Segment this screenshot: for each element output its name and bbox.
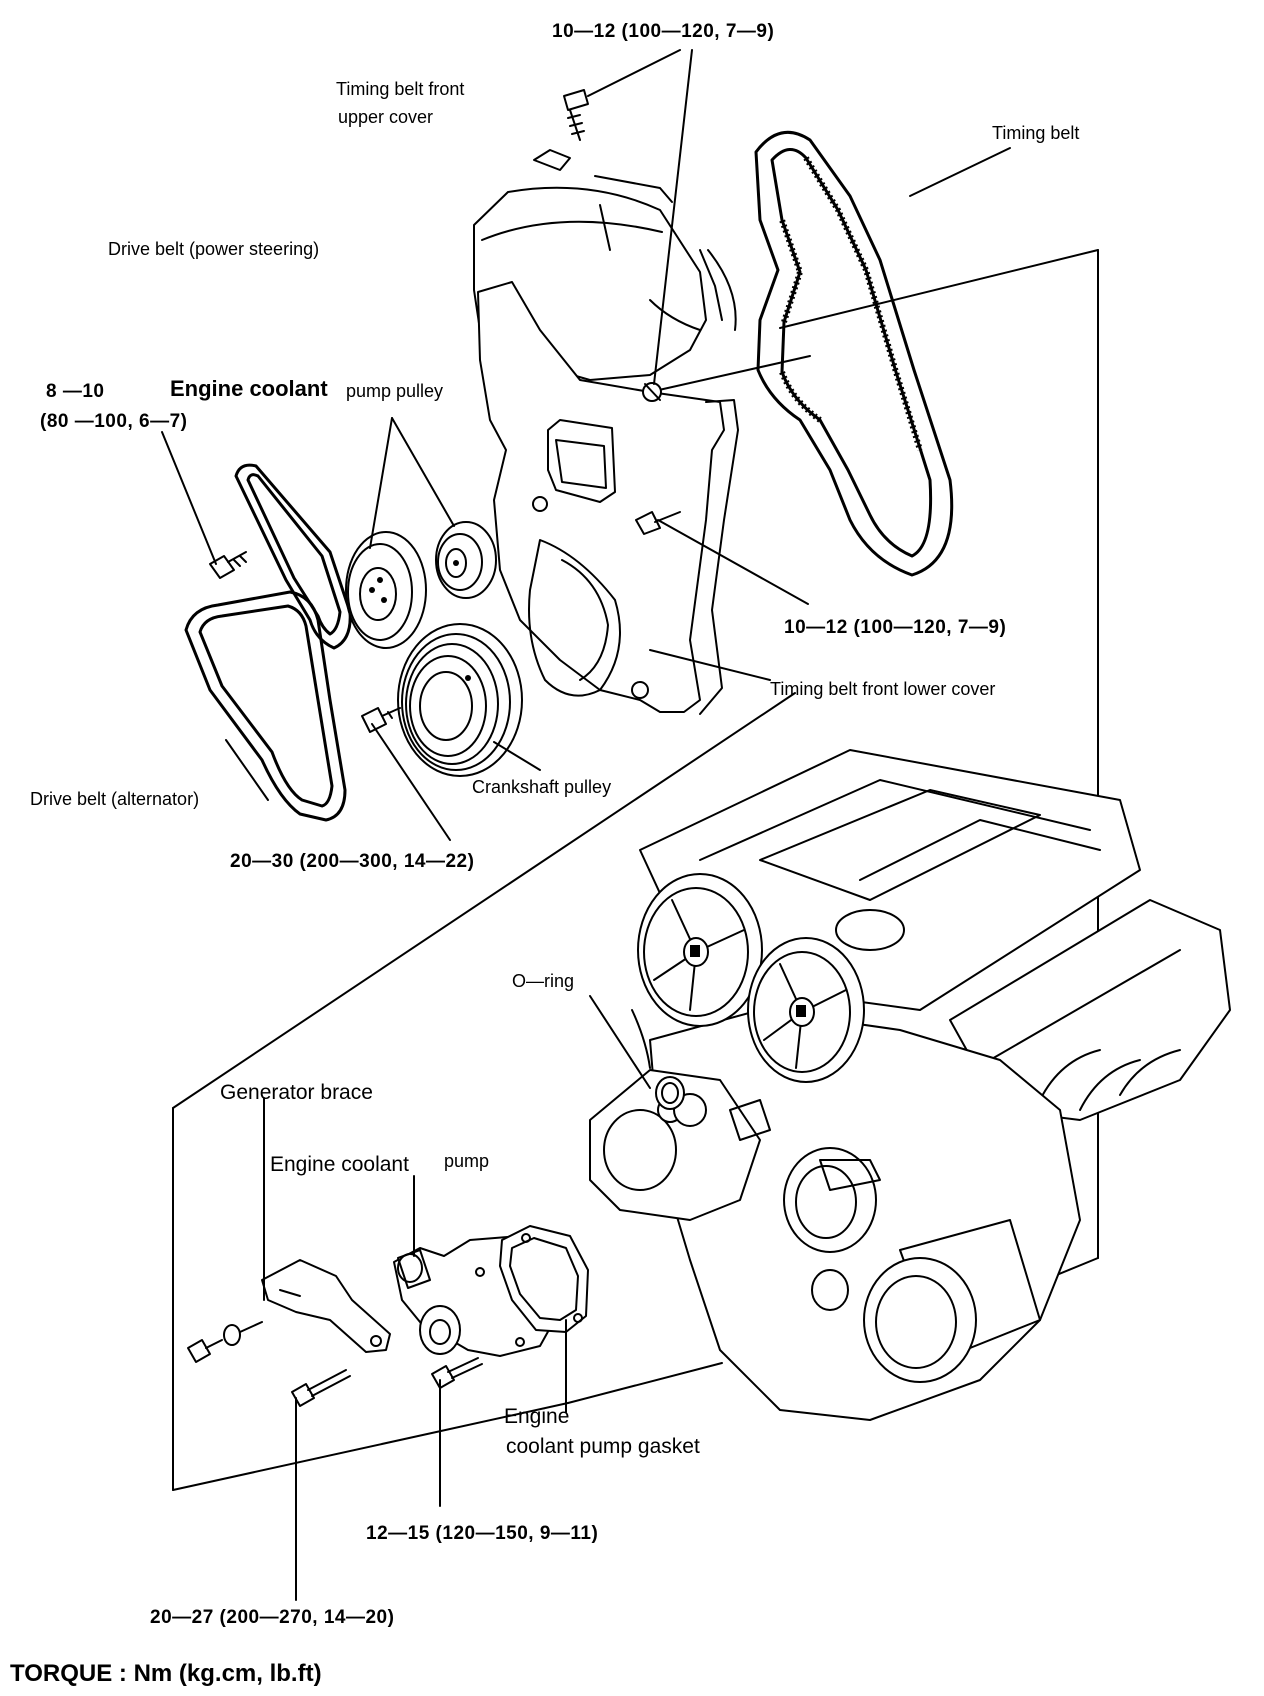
engine-coolant-pump-pulley-small	[435, 521, 497, 599]
bolt-cover-center	[642, 382, 662, 402]
torque-crank-bolt-label: 20—30 (200—300, 14—22)	[230, 851, 475, 872]
torque-brace-bolt-label: 20—27 (200—270, 14—20)	[150, 1607, 395, 1628]
engine-coolant-pump-pulley-large	[345, 531, 427, 649]
timing-belt-front-upper-cover-label-line1: Timing belt front	[336, 79, 465, 99]
pump-pulley-label: pump pulley	[346, 381, 444, 401]
bolt-crankshaft-pulley	[361, 707, 401, 733]
timing-belt	[754, 130, 954, 577]
crankshaft-pulley-label: Crankshaft pulley	[472, 777, 612, 797]
bolt-pump-pulley	[209, 551, 247, 579]
engine-block	[589, 749, 1231, 1421]
pump-label: pump	[444, 1151, 490, 1171]
torque-top-bolt-label: 10—12 (100—120, 7—9)	[552, 21, 775, 42]
camshaft-sprocket-left	[637, 873, 763, 1027]
o-ring	[631, 1009, 685, 1110]
engine-coolant-label: Engine coolant	[170, 376, 328, 401]
timing-belt-front-lower-cover	[477, 281, 811, 715]
o-ring-label: O—ring	[512, 971, 575, 991]
drive-belt-power-steering	[234, 463, 352, 650]
leader-lines	[161, 49, 1011, 1601]
torque-pump-bolt-label: 12—15 (120—150, 9—11)	[366, 1523, 599, 1544]
engine-coolant-pump-gasket-label-line1: Engine	[504, 1405, 570, 1428]
engine-coolant-pump-gasket	[499, 1225, 589, 1333]
generator-brace	[261, 1259, 391, 1353]
drive-belt-power-steering-label: Drive belt (power steering)	[108, 239, 320, 259]
bolt-upper-cover	[563, 89, 589, 141]
engine-coolant-pump-gasket-label-line2: coolant pump gasket	[506, 1435, 700, 1458]
bolt-generator-brace-short	[187, 1321, 263, 1363]
timing-belt-front-upper-cover-label-line2: upper cover	[338, 107, 434, 127]
camshaft-sprocket-right	[747, 937, 865, 1083]
bolt-generator-brace-long	[291, 1369, 351, 1407]
crankshaft-pulley	[397, 623, 523, 777]
timing-belt-front-lower-cover-label: Timing belt front lower cover	[770, 679, 996, 699]
engine-coolant-pump-label: Engine coolant	[270, 1153, 409, 1176]
timing-belt-label: Timing belt	[992, 123, 1080, 143]
generator-brace-label: Generator brace	[220, 1081, 373, 1104]
torque-pulley-bolt-label-line1: 8 —10	[46, 381, 105, 402]
torque-pulley-bolt-label-line2: (80 —100, 6—7)	[40, 411, 188, 432]
drive-belt-alternator-label: Drive belt (alternator)	[30, 789, 200, 809]
drive-belt-alternator	[184, 590, 347, 822]
torque-units-label: TORQUE : Nm (kg.cm, lb.ft)	[10, 1660, 322, 1687]
bolt-coolant-pump	[431, 1357, 483, 1389]
torque-cover-bolt-label: 10—12 (100—120, 7—9)	[784, 617, 1007, 638]
